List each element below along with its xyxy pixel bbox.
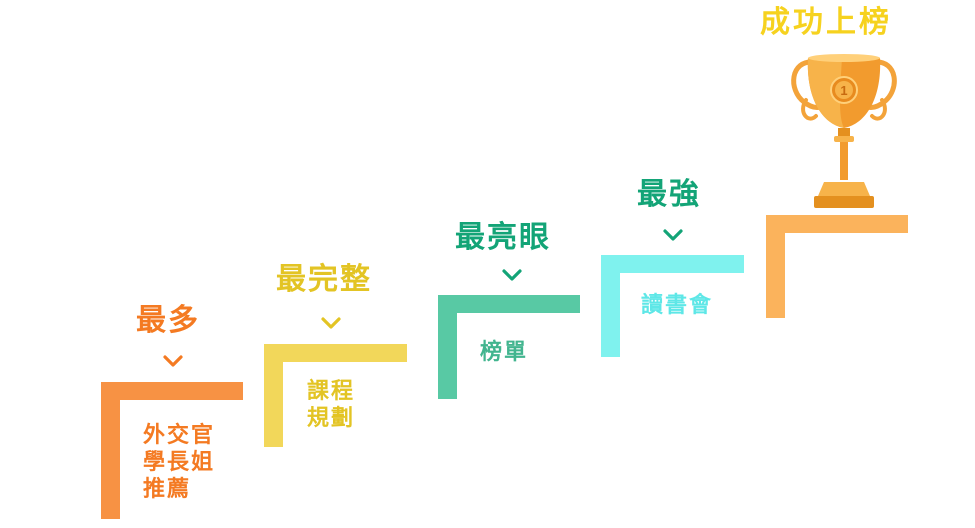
- step-heading: 最強: [637, 177, 701, 212]
- step-description: 課程 規劃: [307, 379, 356, 431]
- step-5: [766, 215, 908, 318]
- step-3: [438, 295, 580, 399]
- svg-text:1: 1: [840, 83, 847, 98]
- step-tread: [601, 255, 744, 273]
- step-riser: [264, 344, 283, 447]
- step-riser: [101, 382, 120, 519]
- chevron-down-icon: [663, 229, 683, 241]
- step-tread: [264, 344, 407, 362]
- step-heading: 最多: [136, 303, 200, 338]
- step-tread: [766, 215, 908, 233]
- step-4: [601, 255, 744, 357]
- chevron-down-icon: [163, 355, 183, 367]
- step-riser: [766, 215, 785, 318]
- step-tread: [101, 382, 243, 400]
- step-description: 讀書會: [641, 293, 714, 318]
- step-heading: 最完整: [276, 262, 372, 297]
- chevron-down-icon: [321, 317, 341, 329]
- step-2: [264, 344, 407, 447]
- chevron-down-icon: [502, 269, 522, 281]
- trophy-icon: 1: [791, 54, 897, 208]
- step-heading: 最亮眼: [455, 220, 551, 255]
- step-1: [101, 382, 243, 519]
- step-riser: [601, 255, 620, 357]
- page-title: 成功上榜: [760, 5, 892, 40]
- step-tread: [438, 295, 580, 313]
- step-description: 榜單: [480, 340, 529, 365]
- step-description: 外交官 學長姐 推薦: [143, 423, 216, 502]
- step-riser: [438, 295, 457, 399]
